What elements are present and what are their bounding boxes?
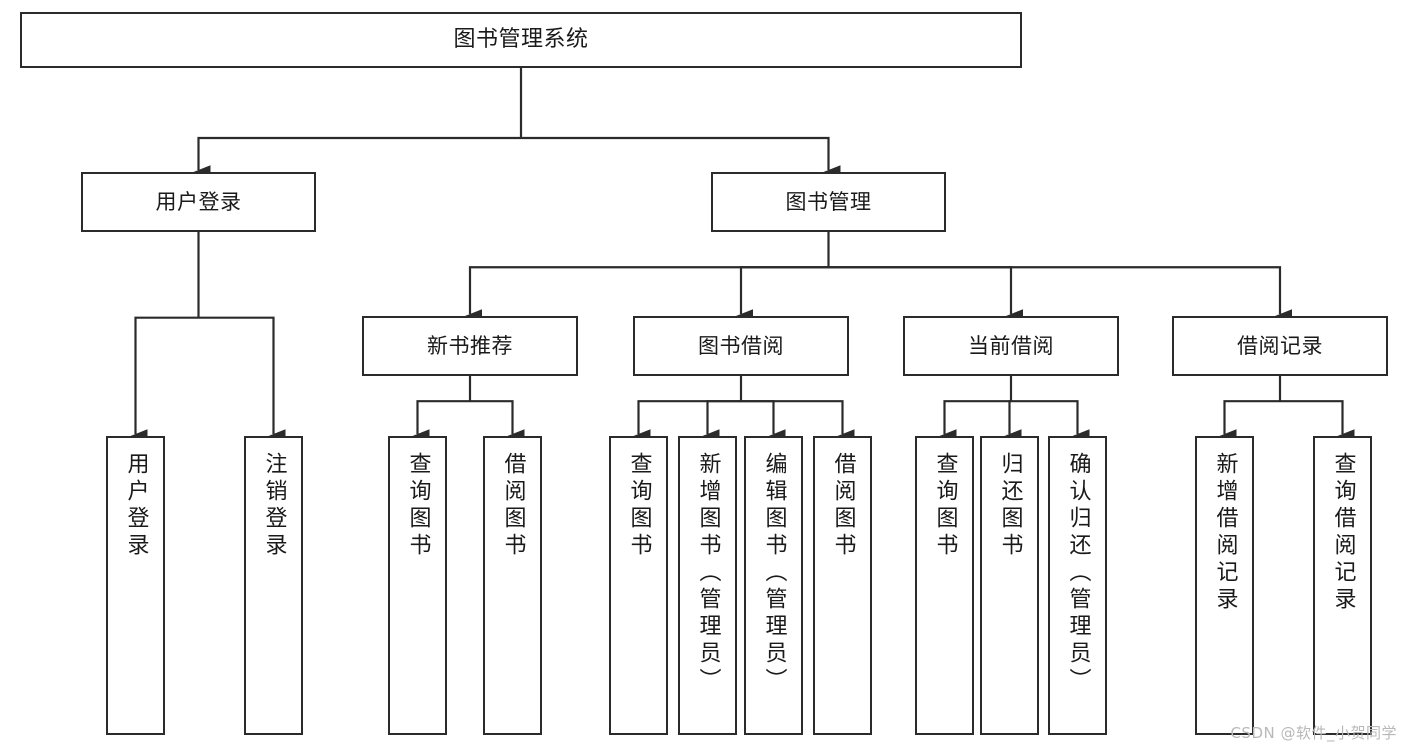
node-borrow-record[interactable]: 借阅记录 <box>1172 316 1388 376</box>
connector <box>728 266 829 329</box>
node-leaf-return-book-label: 归还图书 <box>997 452 1023 560</box>
node-leaf-user-login[interactable]: 用户登录 <box>106 436 165 735</box>
node-leaf-query-book-3[interactable]: 查询图书 <box>915 436 974 735</box>
node-leaf-edit-book-label: 编辑图书（管理员） <box>761 452 787 695</box>
node-leaf-query-book-3-label: 查询图书 <box>932 452 958 560</box>
node-leaf-add-book[interactable]: 新增图书（管理员） <box>678 436 737 735</box>
node-leaf-borrow-book-1-label: 借阅图书 <box>500 452 526 560</box>
node-leaf-query-record-label: 查询借阅记录 <box>1330 452 1356 614</box>
node-user-login[interactable]: 用户登录 <box>81 172 316 232</box>
connector <box>186 136 521 185</box>
connector <box>1212 400 1280 449</box>
connector <box>405 400 470 449</box>
node-leaf-query-book-2[interactable]: 查询图书 <box>609 436 668 735</box>
node-book-manage-label: 图书管理 <box>785 189 872 214</box>
node-leaf-add-record[interactable]: 新增借阅记录 <box>1195 436 1254 735</box>
node-leaf-borrow-book-1[interactable]: 借阅图书 <box>483 436 542 735</box>
node-leaf-logout[interactable]: 注销登录 <box>244 436 303 735</box>
node-borrow-record-label: 借阅记录 <box>1237 333 1323 358</box>
node-leaf-borrow-book-2-label: 借阅图书 <box>830 452 856 560</box>
node-leaf-edit-book[interactable]: 编辑图书（管理员） <box>744 436 803 735</box>
node-current-borrow[interactable]: 当前借阅 <box>903 316 1119 376</box>
node-leaf-query-book-2-label: 查询图书 <box>626 452 652 560</box>
edge-group <box>123 68 1355 449</box>
node-leaf-return-book[interactable]: 归还图书 <box>980 436 1039 735</box>
connector <box>626 400 741 449</box>
node-leaf-add-book-label: 新增图书（管理员） <box>695 452 721 695</box>
connector <box>997 400 1022 449</box>
node-current-borrow-label: 当前借阅 <box>968 333 1054 358</box>
node-leaf-confirm-return-label: 确认归还（管理员） <box>1065 452 1091 695</box>
connector <box>521 136 841 185</box>
node-root-label: 图书管理系统 <box>453 27 589 53</box>
node-leaf-borrow-book-2[interactable]: 借阅图书 <box>813 436 872 735</box>
connector <box>123 316 199 449</box>
node-user-login-label: 用户登录 <box>155 189 242 214</box>
connector <box>695 400 741 449</box>
node-leaf-confirm-return[interactable]: 确认归还（管理员） <box>1048 436 1107 735</box>
node-root[interactable]: 图书管理系统 <box>20 12 1022 68</box>
node-leaf-logout-label: 注销登录 <box>261 452 287 560</box>
connector <box>741 400 855 449</box>
node-book-borrow[interactable]: 图书借阅 <box>633 316 849 376</box>
connector <box>470 400 525 449</box>
connector <box>828 266 1024 329</box>
connector <box>741 400 786 449</box>
node-leaf-query-book-1[interactable]: 查询图书 <box>388 436 447 735</box>
node-new-book-rec-label: 新书推荐 <box>427 333 513 358</box>
node-new-book-rec[interactable]: 新书推荐 <box>362 316 578 376</box>
connector <box>1011 400 1090 449</box>
node-book-manage[interactable]: 图书管理 <box>711 172 946 232</box>
connector <box>198 316 286 449</box>
node-leaf-query-book-1-label: 查询图书 <box>405 452 431 560</box>
watermark: CSDN @软件_小贺同学 <box>1230 724 1397 742</box>
node-leaf-query-record[interactable]: 查询借阅记录 <box>1313 436 1372 735</box>
connector <box>932 400 1011 449</box>
node-leaf-user-login-label: 用户登录 <box>123 452 149 560</box>
connector <box>828 266 1293 329</box>
connector <box>457 266 829 329</box>
node-leaf-add-record-label: 新增借阅记录 <box>1212 452 1238 614</box>
node-book-borrow-label: 图书借阅 <box>698 333 784 358</box>
connector <box>1280 400 1355 449</box>
